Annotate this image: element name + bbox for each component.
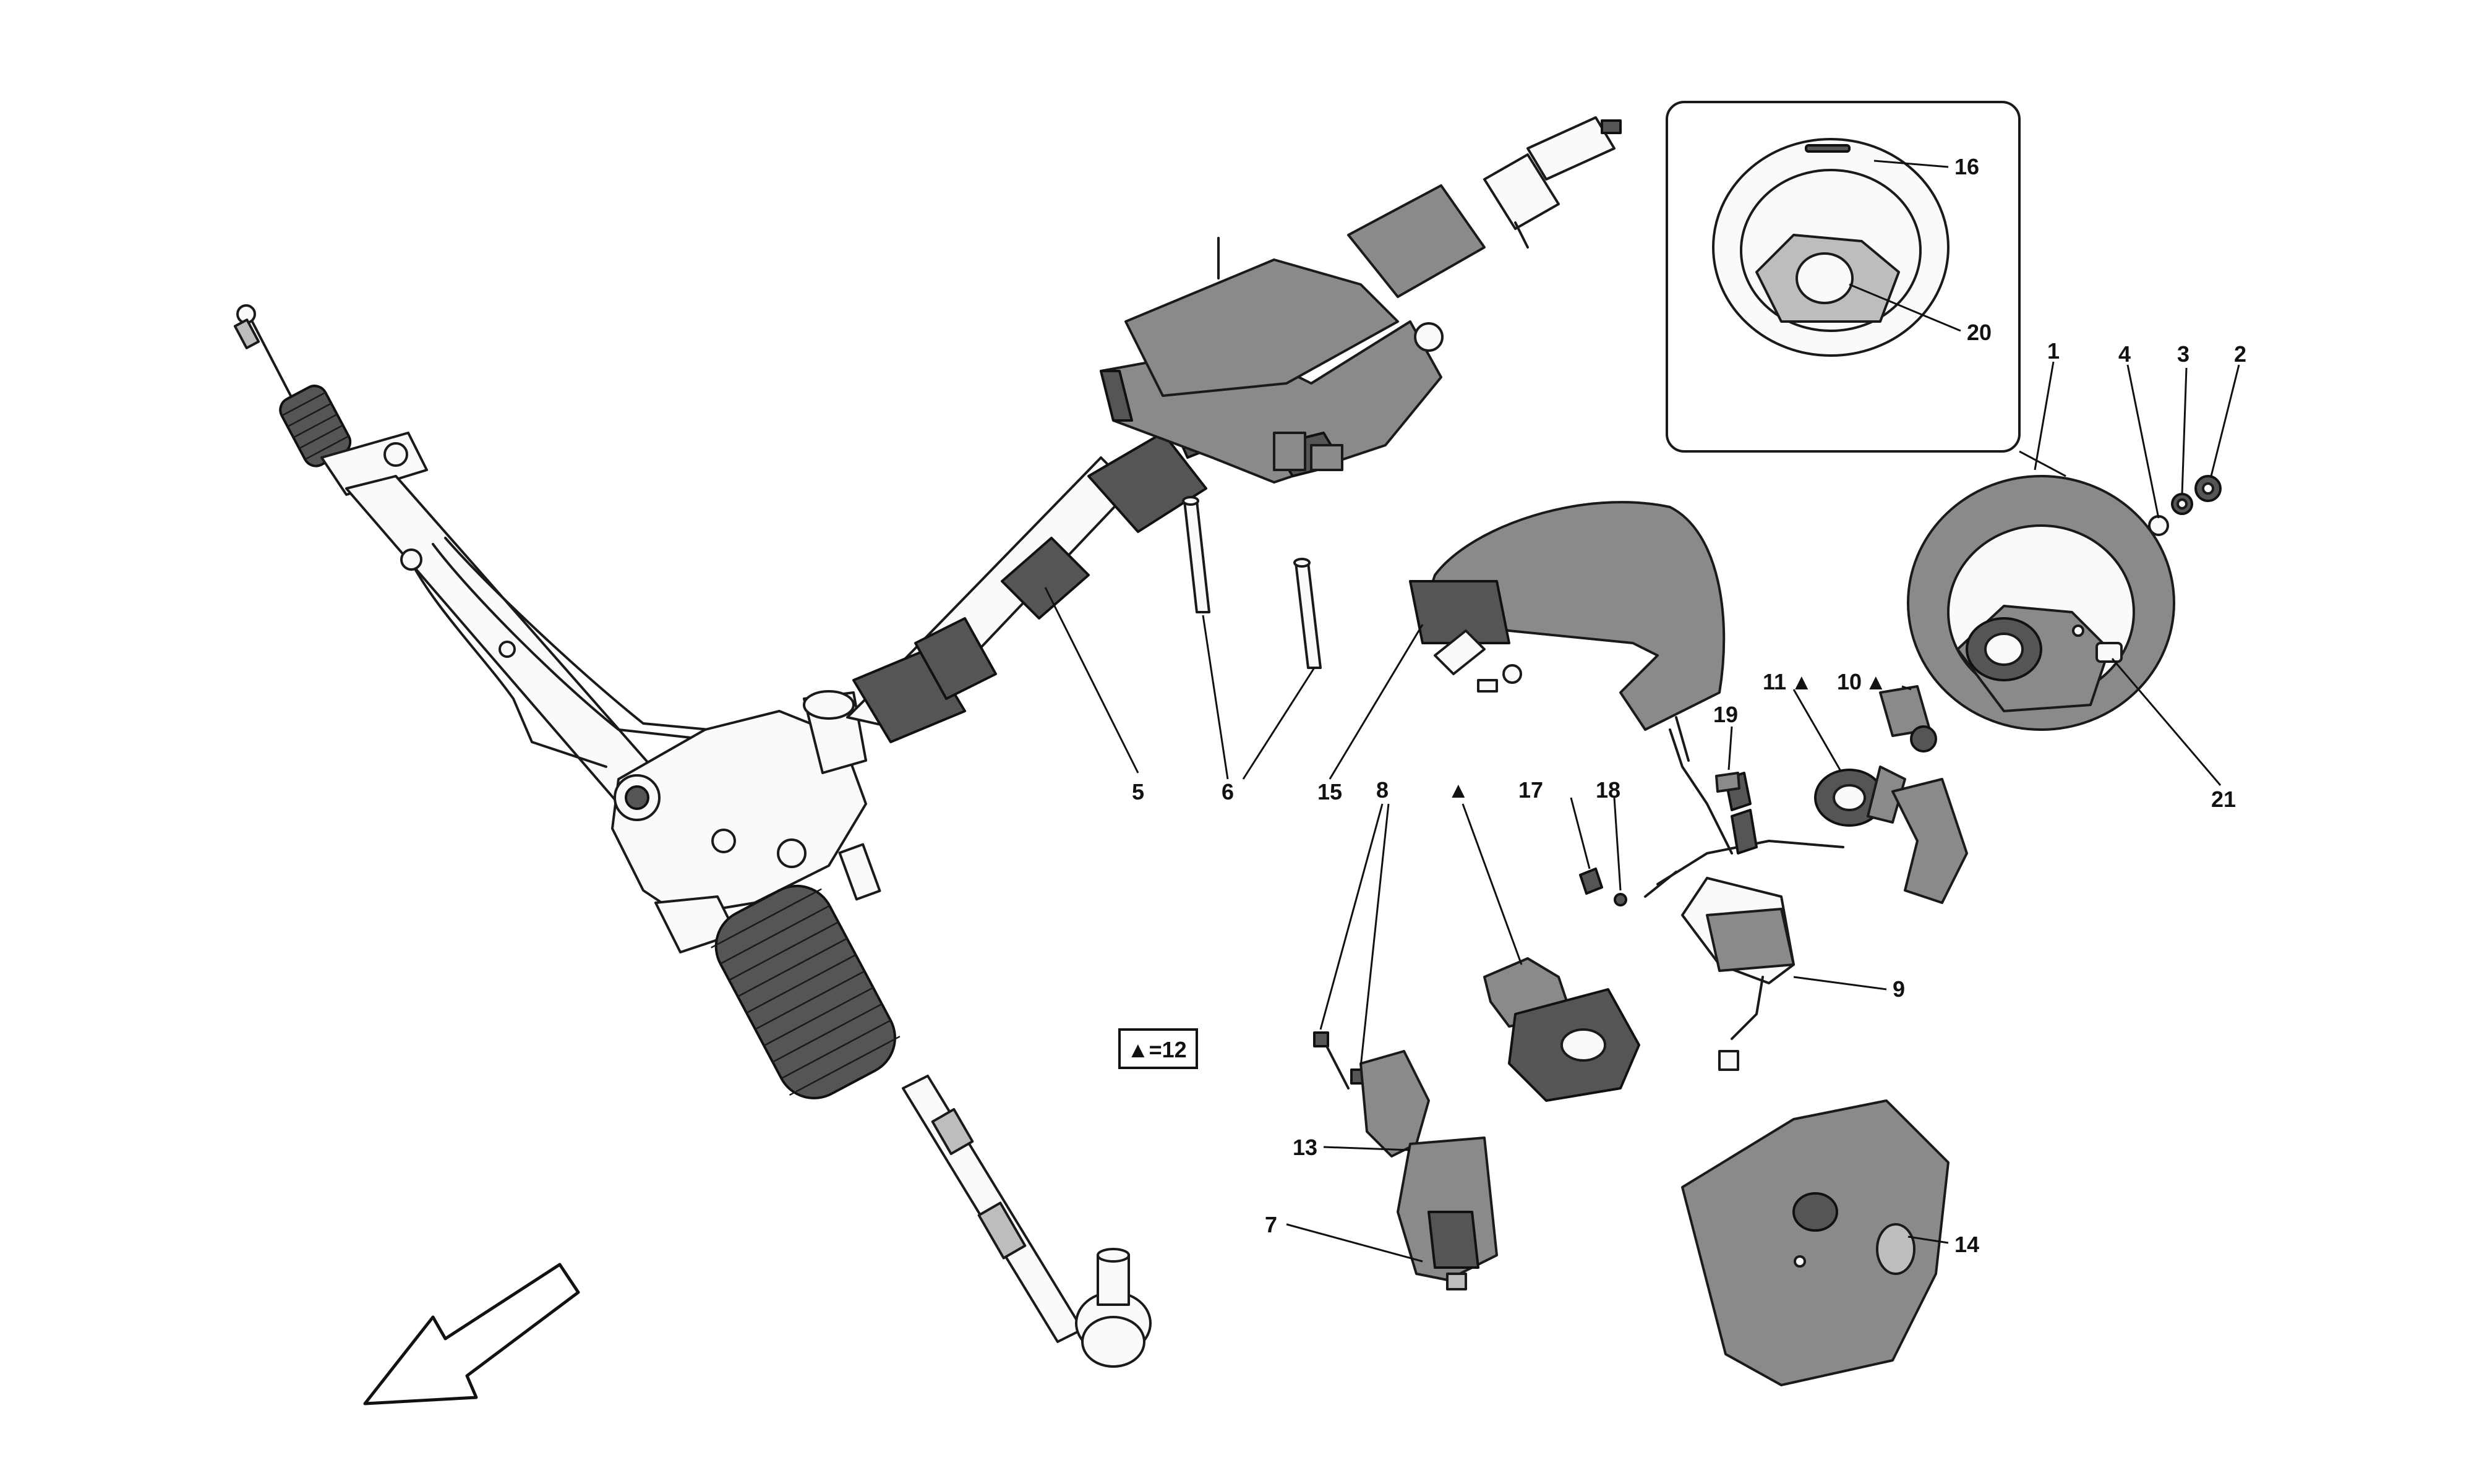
steering-rack-assembly: [233, 304, 1152, 1368]
column-upper-cover: [1409, 501, 1726, 731]
clock-spring: [1814, 765, 1906, 827]
label-11-marker: ▲: [1791, 669, 1813, 694]
part-labels: 16 20 1 4 3 2 21 5 6 15 8 ▲ 17 18 19 11 …: [1132, 154, 2246, 1257]
steering-column-switch: [1313, 1031, 1498, 1290]
label-19: 19: [1713, 702, 1738, 727]
paddle-shifter-assembly: [1644, 716, 1968, 1071]
label-1: 1: [2047, 338, 2060, 364]
label-14: 14: [1954, 1232, 1979, 1257]
label-triangle: ▲: [1447, 777, 1470, 803]
label-3: 3: [2177, 341, 2189, 367]
steering-column-assembly: [846, 116, 1622, 743]
label-10-marker: ▲: [1865, 669, 1887, 694]
label-18: 18: [1596, 777, 1620, 803]
label-9: 9: [1893, 976, 1905, 1002]
legend-note-box: ▲=12: [1118, 1028, 1198, 1069]
label-13: 13: [1293, 1135, 1317, 1160]
label-17: 17: [1518, 777, 1543, 803]
label-8: 8: [1376, 777, 1389, 803]
label-11: 11: [1763, 669, 1786, 694]
label-7: 7: [1265, 1212, 1277, 1237]
label-20: 20: [1967, 320, 1992, 345]
pins: [1182, 496, 1322, 669]
label-4: 4: [2118, 341, 2131, 367]
steering-wheel: [1907, 475, 2175, 731]
label-21: 21: [2211, 787, 2236, 812]
label-2: 2: [2234, 341, 2246, 367]
steering-lock-module: [1483, 957, 1640, 1102]
front-direction-arrow-icon: [363, 1263, 580, 1405]
wheel-fasteners: [2148, 475, 2222, 536]
label-5: 5: [1132, 779, 1144, 804]
label-16: 16: [1954, 154, 1979, 179]
detail-inset-box: [1666, 101, 2066, 477]
small-fasteners: [1579, 772, 1740, 906]
label-10: 10: [1837, 669, 1862, 694]
label-6: 6: [1222, 779, 1234, 804]
label-15: 15: [1317, 779, 1342, 804]
sensor-module: [1879, 685, 1937, 753]
leader-lines: [1044, 160, 2240, 1263]
legend-note-text: ▲=12: [1127, 1037, 1187, 1062]
lower-column-cover: [1681, 1099, 1950, 1386]
